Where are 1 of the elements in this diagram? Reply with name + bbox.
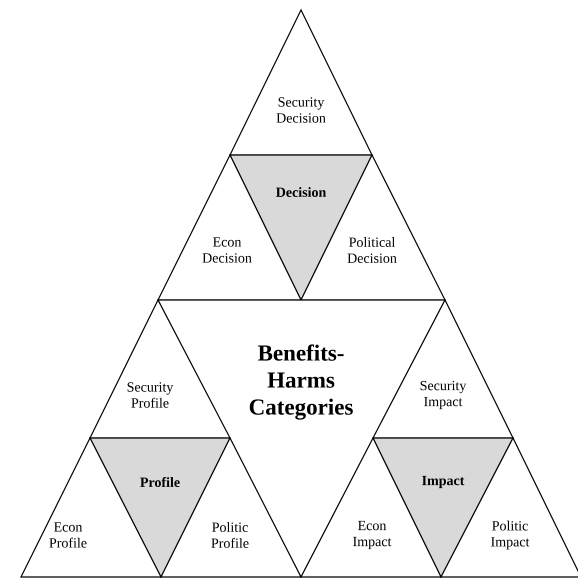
node-label: Econ Profile [49, 522, 87, 548]
